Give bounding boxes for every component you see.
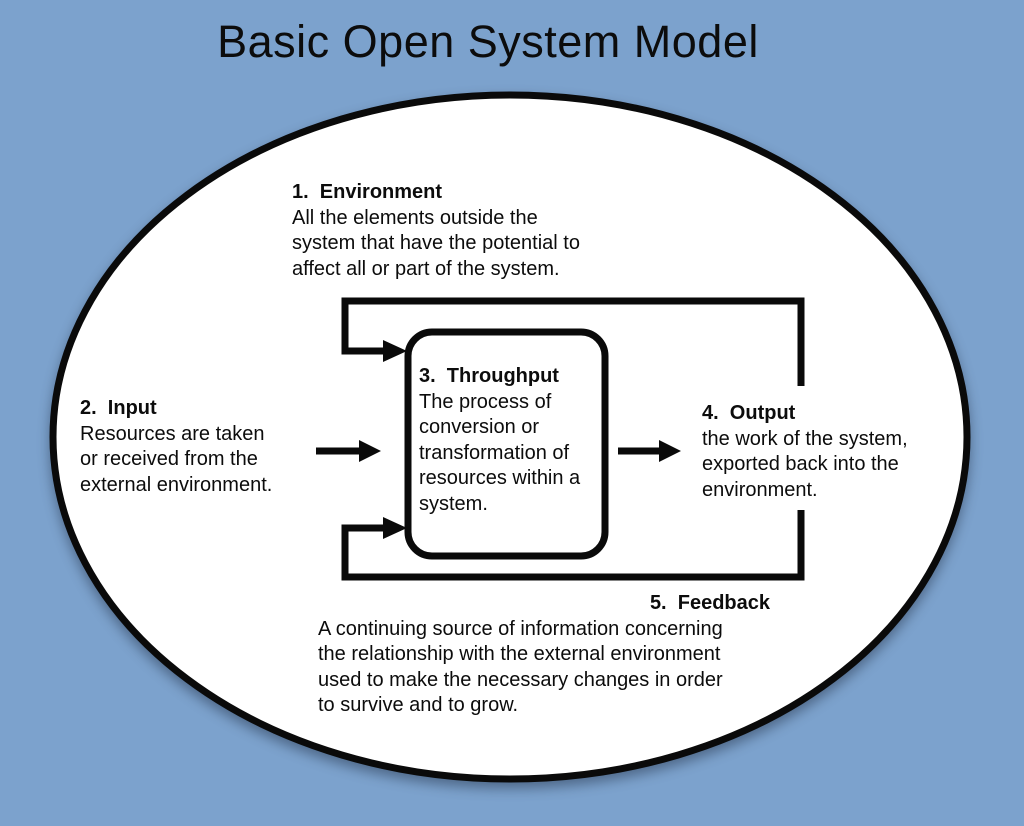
input-heading: 2. Input xyxy=(80,397,157,419)
output-heading: 4. Output xyxy=(702,402,796,424)
input-arrowhead-icon xyxy=(359,440,381,462)
feedback-loop-bottom-line xyxy=(341,510,805,581)
environment-heading: 1. Environment xyxy=(292,181,443,203)
top-loop-arrowhead-icon xyxy=(383,340,407,362)
environment-body: All the elements outside the system that… xyxy=(292,206,580,280)
output-arrowhead-icon xyxy=(659,440,681,462)
throughput-body: The process of conversion or transformat… xyxy=(419,390,581,515)
input-body: Resources are taken or received from the… xyxy=(80,422,273,496)
feedback-body: A continuing source of information conce… xyxy=(318,617,723,717)
feedback-loop-top-line xyxy=(341,297,805,386)
output-body: the work of the system, exported back in… xyxy=(702,427,908,501)
bottom-loop-arrowhead-icon xyxy=(383,517,407,539)
diagram-title: Basic Open System Model xyxy=(217,16,759,67)
throughput-section: 3. Throughput The process of conversion … xyxy=(419,364,599,517)
environment-section: 1. Environment All the elements outside … xyxy=(292,180,632,282)
output-section: 4. Output the work of the system, export… xyxy=(702,401,947,503)
feedback-section: 5. Feedback A continuing source of infor… xyxy=(318,591,770,719)
input-section: 2. Input Resources are taken or received… xyxy=(80,396,320,498)
throughput-box xyxy=(404,328,609,560)
throughput-heading: 3. Throughput xyxy=(419,365,559,387)
feedback-heading: 5. Feedback xyxy=(649,592,770,614)
